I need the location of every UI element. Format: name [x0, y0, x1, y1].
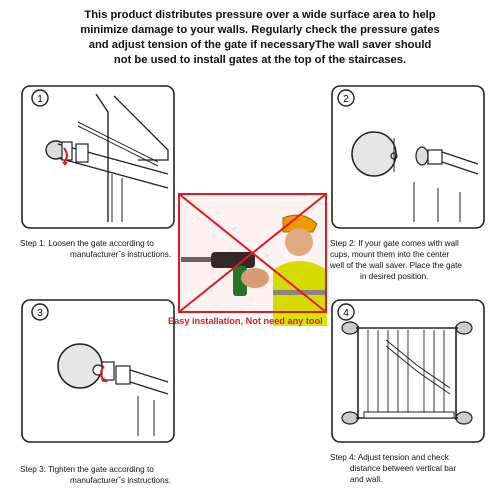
- no-tool-caption: Easy installation, Not need any tool: [168, 316, 323, 326]
- step-4-number: 4: [343, 308, 349, 319]
- intro-line: This product distributes pressure over a…: [84, 9, 436, 21]
- no-tool-illustration: [175, 190, 330, 330]
- step-2-line: well of the wall saver. Place the gate: [330, 261, 462, 270]
- step-3-panel: 3 Step 3: Tighten the gate according to …: [18, 296, 178, 485]
- intro-line: and adjust tension of the gate if necess…: [88, 39, 432, 51]
- worker-with-drill-image: [178, 193, 327, 326]
- step-3-line: manufacturerˇs instructions.: [70, 476, 172, 485]
- step-4-illustration: 4: [331, 299, 485, 443]
- step-4-panel: 4 Step 4: Adjust tension and check dista…: [328, 296, 488, 484]
- step-3-line: Step 3: Tighten the gate according to: [20, 465, 154, 474]
- step-4-line: distance between vertical bar: [350, 464, 457, 473]
- step-1-line: Step 1: Loosen the gate according to: [20, 239, 154, 248]
- step-2-line: cups, mount them into the center: [330, 250, 450, 259]
- intro-line: minimize damage to your walls. Regularly…: [80, 24, 440, 36]
- step-4-caption: Step 4: Adjust tension and check distanc…: [330, 452, 456, 485]
- step-3-number: 3: [37, 308, 43, 319]
- step-2-illustration: 2: [331, 85, 485, 229]
- step-1-panel: 1 Step 1: Loosen the gate according to m…: [18, 82, 178, 259]
- step-4-line: and wall.: [350, 475, 383, 484]
- step-2-number: 2: [343, 94, 349, 105]
- step-3-caption: Step 3: Tighten the gate according to ma…: [20, 464, 171, 486]
- intro-line: not be used to install gates at the top …: [113, 54, 407, 66]
- step-2-panel: 2 Step 2: If your gate comes with wall c…: [328, 82, 488, 281]
- step-1-number: 1: [37, 94, 43, 105]
- step-1-illustration: 1: [21, 85, 175, 229]
- step-3-illustration: 3: [21, 299, 175, 443]
- step-2-line: Step 2: If your gate comes with wall: [330, 239, 459, 248]
- step-2-caption: Step 2: If your gate comes with wall cup…: [330, 238, 462, 282]
- step-1-caption: Step 1: Loosen the gate according to man…: [20, 238, 171, 260]
- step-2-line: in desired position.: [360, 272, 429, 281]
- step-1-line: manufacturerˇs instructions.: [70, 250, 172, 259]
- step-4-line: Step 4: Adjust tension and check: [330, 453, 449, 462]
- intro-paragraph: This product distributes pressure over a…: [60, 8, 460, 68]
